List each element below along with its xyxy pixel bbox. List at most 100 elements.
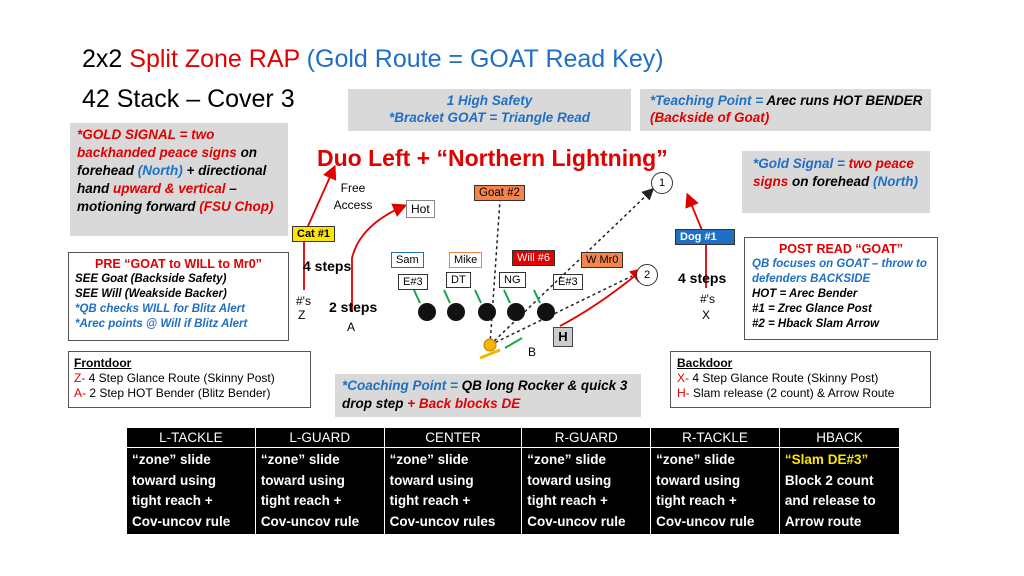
gold-signal-right-text: on forehead	[788, 174, 874, 189]
header-r-guard: R-GUARD	[521, 427, 652, 448]
page-title: 2x2 Split Zone RAP (Gold Route = GOAT Re…	[82, 44, 664, 74]
page-subtitle: 42 Stack – Cover 3	[82, 85, 295, 113]
backdoor-x-key: X-	[677, 371, 689, 385]
frontdoor-box: Frontdoor Z- 4 Step Glance Route (Skinny…	[68, 351, 311, 408]
h-player: H	[553, 327, 573, 347]
quarterback	[483, 338, 497, 352]
cell-text: tight reach +	[527, 493, 608, 508]
block-rt	[533, 289, 541, 304]
end-right-tag: E#3	[553, 274, 583, 290]
table-body-row: “zone” slide toward using tight reach + Cov…	[126, 447, 901, 535]
header-hback: HBACK	[778, 427, 901, 448]
pre-title: PRE “GOAT to WILL to Mr0”	[95, 257, 262, 271]
teaching-note: (Backside of Goat)	[650, 110, 770, 125]
qb-drop	[479, 348, 501, 360]
pre-line4: *Arec points @ Will if Blitz Alert	[75, 318, 248, 330]
backdoor-h-text: Slam release (2 count) & Arrow Route	[689, 386, 895, 400]
coaching-label: *Coaching Point =	[342, 378, 462, 393]
header-center: CENTER	[383, 427, 523, 448]
r-guard-assignment: “zone” slide toward using tight reach + Cov…	[521, 447, 652, 535]
cell-text: toward using	[389, 472, 474, 488]
goat-tag: Goat #2	[474, 185, 525, 201]
gold-signal-text3: – motioning forward	[77, 181, 237, 214]
teaching-label: *Teaching Point =	[650, 93, 767, 108]
play-name: Duo Left + “Northern Lightning”	[317, 145, 668, 171]
z-numbers: #'s	[296, 294, 311, 308]
backdoor-h-key: H-	[677, 386, 690, 400]
l-guard-assignment: “zone” slide toward using tight reach + Cov…	[254, 447, 385, 535]
block-lt	[413, 289, 421, 304]
cell-text: Arrow route	[784, 513, 862, 529]
header-l-guard: L-GUARD	[254, 427, 385, 448]
dt-tag: DT	[446, 272, 471, 288]
x-numbers: #'s	[700, 292, 715, 306]
gold-signal-right-label: *Gold Signal =	[753, 156, 849, 171]
z-player: Z	[298, 308, 306, 322]
cell-text: tight reach +	[260, 493, 342, 508]
backdoor-x-text: 4 Step Glance Route (Skinny Post)	[689, 371, 879, 385]
right-guard	[507, 303, 525, 321]
r-tackle-assignment: “zone” slide toward using tight reach + Cov…	[650, 447, 780, 535]
title-part: 2x2	[82, 45, 130, 73]
right-tackle	[537, 303, 555, 321]
sam-tag: Sam	[391, 252, 424, 268]
b-player: B	[528, 345, 537, 359]
a-player: A	[347, 320, 356, 334]
cell-text: Block 2 count	[784, 472, 874, 488]
cell-text: Cov-uncov rule	[656, 513, 755, 529]
post-read-box: POST READ “GOAT” QB focuses on GOAT – th…	[744, 237, 938, 340]
header-r-tackle: R-TACKLE	[650, 427, 780, 448]
cell-text: “zone” slide	[656, 452, 735, 467]
ng-tag: NG	[499, 272, 526, 288]
pre-line1: SEE Goat (Backside Safety)	[75, 273, 227, 285]
gold-signal-north: (North)	[137, 163, 183, 178]
cell-text: Cov-uncov rule	[132, 513, 231, 529]
safety-box: 1 High Safety *Bracket GOAT = Triangle R…	[348, 89, 631, 131]
block-c	[474, 289, 482, 304]
post-line3: #1 = Zrec Glance Post	[752, 303, 872, 315]
cell-text: “zone” slide	[260, 452, 340, 467]
cell-text: toward using	[527, 472, 612, 488]
frontdoor-title: Frontdoor	[74, 356, 132, 370]
frontdoor-a-key: A-	[74, 386, 86, 400]
gold-signal-right-sign: two peace signs	[753, 156, 914, 189]
backdoor-box: Backdoor X- 4 Step Glance Route (Skinny …	[670, 351, 931, 408]
gold-signal-intro: *GOLD SIGNAL = two backhanded peace sign…	[77, 127, 237, 160]
mike-tag: Mike	[449, 252, 483, 268]
cell-text: tight reach +	[389, 493, 471, 508]
coaching-note: + Back blocks DE	[407, 396, 521, 411]
gold-signal-right-north: (North)	[873, 174, 919, 189]
goat-read-line	[489, 199, 501, 346]
backdoor-title: Backdoor	[677, 356, 733, 370]
will-tag: Will #6	[512, 250, 556, 266]
post-line2: HOT = Arec Bender	[752, 288, 858, 300]
gold-signal-direction: upward & vertical	[113, 181, 226, 196]
back-path	[504, 337, 523, 349]
cell-text: Cov-uncov rule	[260, 513, 360, 529]
gold-signal-box: *GOLD SIGNAL = two backhanded peace sign…	[70, 123, 288, 236]
x-player: X	[702, 308, 711, 322]
header-l-tackle: L-TACKLE	[126, 427, 256, 448]
post-line1: QB focuses on GOAT – throw to defenders …	[752, 258, 927, 285]
cell-text: “zone” slide	[527, 452, 607, 467]
frontdoor-a-text: 2 Step HOT Bender (Blitz Bender)	[86, 386, 271, 400]
read-2-marker: 2	[636, 264, 658, 286]
dog-tag: Dog #1	[675, 229, 735, 245]
frontdoor-z-key: Z-	[74, 371, 86, 385]
cell-text: toward using	[260, 472, 345, 488]
table-header-row: L-TACKLE L-GUARD CENTER R-GUARD R-TACKLE…	[126, 427, 901, 448]
center	[478, 303, 496, 321]
cell-text: tight reach +	[656, 493, 737, 508]
x-steps-label: 4 steps	[678, 270, 727, 286]
block-lg	[443, 289, 451, 304]
title-play: Split Zone RAP	[129, 45, 300, 73]
hot-label: Hot	[406, 200, 435, 218]
teaching-text: Arec runs HOT BENDER	[766, 93, 923, 108]
free-access-label: Free Access	[333, 180, 373, 214]
cell-text: Cov-uncov rule	[527, 513, 626, 529]
read-1-marker: 1	[651, 172, 673, 194]
gold-signal-right-box: *Gold Signal = two peace signs on forehe…	[742, 151, 930, 213]
cell-text: toward using	[656, 472, 741, 488]
